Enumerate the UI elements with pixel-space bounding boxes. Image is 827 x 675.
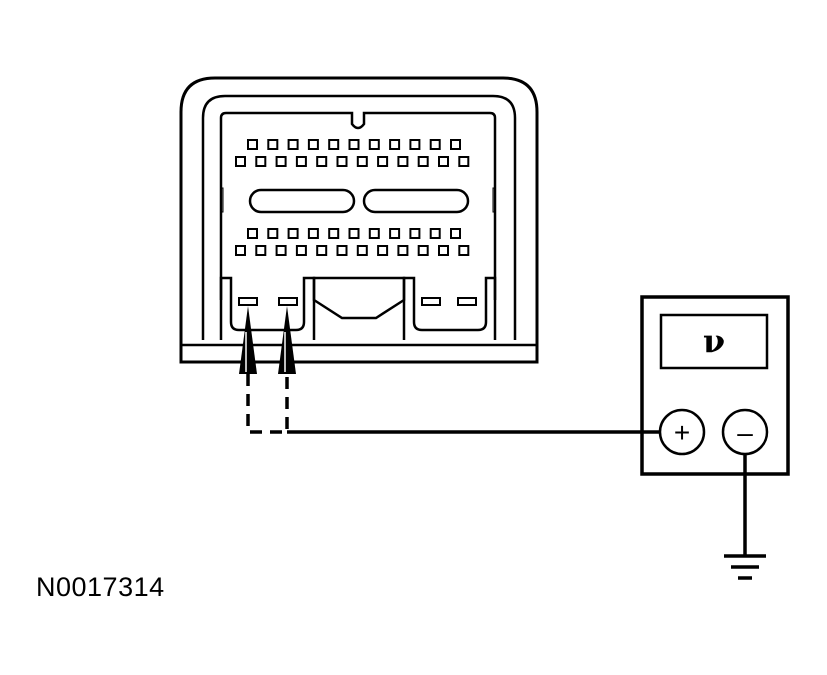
connector-outer-shell xyxy=(179,76,539,364)
pin-cavity xyxy=(247,139,258,150)
pin-cavity xyxy=(287,228,299,239)
figure-id: N0017314 xyxy=(36,572,165,602)
terminal-block-key xyxy=(312,276,406,320)
pin-cavity xyxy=(458,156,470,167)
pin-cavity xyxy=(295,245,307,256)
pin-cavity xyxy=(287,139,299,150)
pin-cavity xyxy=(458,245,470,256)
pin-cavity xyxy=(247,228,258,239)
pin-cavity xyxy=(275,245,287,256)
pin-cavity xyxy=(438,156,449,167)
pin-cavity xyxy=(409,139,421,150)
connector-inner-shell xyxy=(201,94,517,340)
pin-cavity xyxy=(368,139,380,150)
pin-cavity xyxy=(336,156,348,167)
pin-cavity xyxy=(328,228,340,239)
pin-cavity xyxy=(397,245,409,256)
pin-cavity xyxy=(267,228,279,239)
connector-latch-left xyxy=(220,187,224,213)
pin-cavity xyxy=(307,139,319,150)
positive-terminal xyxy=(658,408,706,456)
pin-cavity xyxy=(377,245,389,256)
pin-cavity xyxy=(450,228,461,239)
pin-row-bottom-1 xyxy=(247,228,461,239)
pin-cavity xyxy=(409,228,421,239)
probes xyxy=(239,306,660,434)
pin-cavity xyxy=(255,245,267,256)
pin-cavity xyxy=(336,245,348,256)
terminal-pin-d xyxy=(457,297,477,306)
pin-cavity xyxy=(417,245,429,256)
pin-cavity xyxy=(316,245,328,256)
voltmeter-display-symbol: ν xyxy=(703,322,725,360)
pin-cavity xyxy=(356,156,368,167)
pin-cavity xyxy=(389,228,401,239)
pin-cavity xyxy=(235,156,246,167)
terminal-pin-a xyxy=(238,297,258,306)
connector-face xyxy=(219,111,497,300)
pin-cavity xyxy=(255,156,267,167)
voltmeter-body xyxy=(640,295,790,476)
pin-cavity xyxy=(356,245,368,256)
connector-latch-right xyxy=(492,187,496,213)
terminal-pin-b xyxy=(278,297,298,306)
connector xyxy=(179,76,539,364)
pin-cavity xyxy=(377,156,389,167)
pin-cavity xyxy=(295,156,307,167)
pin-cavity xyxy=(267,139,279,150)
pin-cavity xyxy=(328,139,340,150)
pin-row-top-2 xyxy=(235,156,470,167)
negative-terminal-label: – xyxy=(737,417,753,448)
pin-cavity xyxy=(368,228,380,239)
pin-cavity xyxy=(316,156,328,167)
pin-cavity xyxy=(307,228,319,239)
pin-cavity xyxy=(450,139,461,150)
ground-symbol xyxy=(724,454,766,580)
terminal-pin-c xyxy=(421,297,441,306)
pin-cavity xyxy=(438,245,449,256)
pin-row-top-1 xyxy=(247,139,461,150)
probe-right-tip xyxy=(278,306,296,374)
pin-cavity xyxy=(275,156,287,167)
pin-cavity xyxy=(397,156,409,167)
pin-cavity xyxy=(429,139,441,150)
pin-cavity xyxy=(417,156,429,167)
voltmeter-display xyxy=(659,313,769,370)
pin-cavity xyxy=(235,245,246,256)
center-slot-right xyxy=(362,188,470,214)
terminal-block-left xyxy=(219,276,316,340)
pin-row-bottom-2 xyxy=(235,245,470,256)
pin-cavity xyxy=(389,139,401,150)
center-slot-left xyxy=(248,188,356,214)
voltmeter: ν + – xyxy=(640,295,790,476)
pin-cavity xyxy=(429,228,441,239)
pin-cavity xyxy=(348,228,360,239)
probe-left-tip xyxy=(239,306,257,374)
pin-cavity xyxy=(348,139,360,150)
positive-terminal-label: + xyxy=(674,417,690,448)
probe-lead-dashed xyxy=(246,374,289,434)
terminal-block-right xyxy=(402,276,497,340)
